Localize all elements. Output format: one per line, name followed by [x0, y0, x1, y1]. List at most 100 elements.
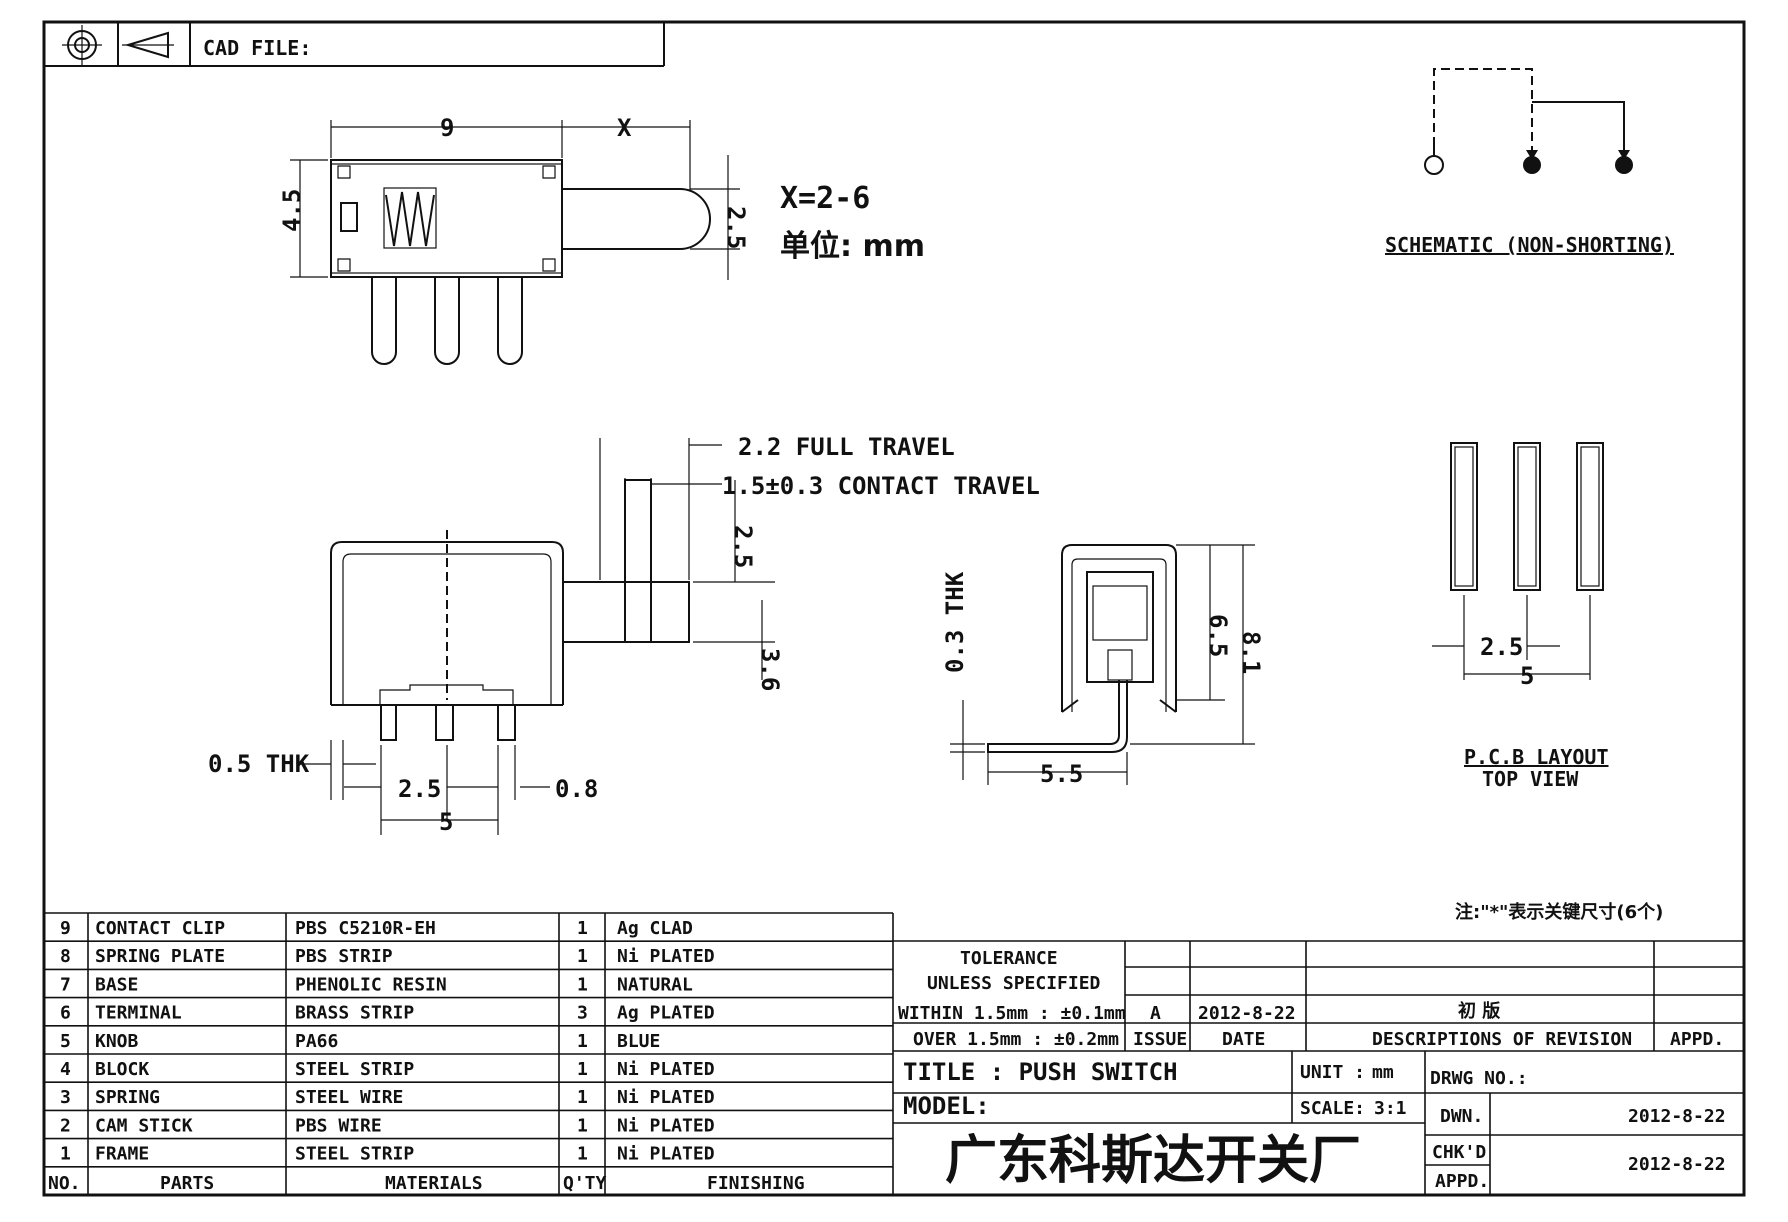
dim-knob-height-2.5: 2.5: [729, 525, 757, 568]
bom-cell-part: BASE: [95, 974, 138, 995]
bom-cell-part: BLOCK: [95, 1059, 149, 1080]
terminal-open-icon: [1424, 155, 1444, 175]
pcb-layout: 2.5 5 P.C.B LAYOUT TOP VIEW: [1432, 442, 1609, 791]
bom-cell-no: 2: [60, 1115, 71, 1136]
bom-cell-no: 4: [60, 1059, 71, 1080]
bom-cell-qty: 1: [577, 946, 588, 967]
bom-cell-no: 9: [60, 918, 71, 939]
bom-cell-finish: Ni PLATED: [617, 1144, 715, 1165]
dim-x: X: [617, 114, 632, 142]
appd-label: APPD.: [1435, 1171, 1489, 1192]
bom-cell-qty: 3: [577, 1003, 588, 1024]
key-dims-note: 注:"*"表示关键尺寸(6个): [1455, 901, 1663, 923]
unit-value: mm: [1372, 1062, 1394, 1083]
scale-label: SCALE:: [1300, 1098, 1365, 1119]
bom-cell-part: KNOB: [95, 1031, 139, 1052]
pcb-span-5: 5: [1520, 662, 1534, 690]
dim-knob-2.5: 2.5: [722, 206, 750, 249]
bom-cell-no: 7: [60, 974, 71, 995]
bom-header-no: NO.: [48, 1173, 81, 1194]
bom-row: 1 FRAME STEEL STRIP 1 Ni PLATED: [60, 1144, 715, 1165]
bom-cell-material: STEEL WIRE: [295, 1087, 403, 1108]
terminal-closed-icon: [1523, 156, 1541, 174]
revision-date: 2012-8-22: [1198, 1003, 1296, 1024]
dim-pitch-2.5: 2.5: [398, 775, 441, 803]
bom-cell-material: PHENOLIC RESIN: [295, 974, 447, 995]
bom-cell-material: PBS STRIP: [295, 946, 393, 967]
bom-cell-finish: Ni PLATED: [617, 1087, 715, 1108]
bom-cell-finish: Ni PLATED: [617, 946, 715, 967]
bom-cell-part: CAM STICK: [95, 1115, 193, 1136]
bom-cell-no: 3: [60, 1087, 71, 1108]
bom-table: [44, 912, 894, 1196]
bom-cell-no: 1: [60, 1144, 71, 1165]
bom-cell-qty: 1: [577, 1059, 588, 1080]
model-label: MODEL:: [903, 1092, 990, 1120]
cad-file-header: CAD FILE:: [44, 22, 665, 67]
bom-header-qty: Q'TY: [563, 1173, 607, 1194]
sheet-border: [42, 20, 1746, 1197]
dim-length-9: 9: [440, 114, 454, 142]
within-tolerance: WITHIN 1.5mm : ±0.1mm: [898, 1003, 1126, 1024]
description-header: DESCRIPTIONS OF REVISION: [1372, 1029, 1632, 1050]
bom-cell-material: PA66: [295, 1031, 338, 1052]
dim-offset-3.6: 3.6: [756, 648, 784, 691]
cad-file-label: CAD FILE:: [203, 36, 311, 60]
over-tolerance: OVER 1.5mm : ±0.2mm: [913, 1029, 1119, 1050]
bom-cell-qty: 1: [577, 1115, 588, 1136]
chkd-label: CHK'D: [1432, 1142, 1486, 1163]
terminal-closed-icon: [1615, 156, 1633, 174]
bom-cell-qty: 1: [577, 1144, 588, 1165]
revision-block: TOLERANCE UNLESS SPECIFIED WITHIN 1.5mm …: [898, 948, 1724, 1050]
schematic: SCHEMATIC (NON-SHORTING): [1385, 68, 1674, 257]
bom-cell-finish: BLUE: [617, 1031, 660, 1052]
bom-cell-no: 6: [60, 1003, 71, 1024]
bom-cell-finish: Ni PLATED: [617, 1059, 715, 1080]
revision-table: [893, 940, 1744, 1195]
bom-cell-no: 5: [60, 1031, 71, 1052]
bom-cell-material: STEEL STRIP: [295, 1144, 414, 1165]
revision-description: 初 版: [1458, 1000, 1500, 1022]
bom-cell-finish: Ag CLAD: [617, 918, 693, 939]
bom-header-finishing: FINISHING: [707, 1173, 805, 1194]
thk-0.5-label: 0.5 THK: [208, 750, 310, 778]
bom-cell-material: BRASS STRIP: [295, 1003, 414, 1024]
bom-cell-part: SPRING: [95, 1087, 160, 1108]
tolerance-label: TOLERANCE: [960, 948, 1058, 969]
projection-symbol-icon: [62, 25, 174, 65]
dim-5.5: 5.5: [1040, 760, 1083, 788]
unless-specified-label: UNLESS SPECIFIED: [927, 973, 1101, 994]
bom-cell-no: 8: [60, 946, 71, 967]
bom-cell-material: PBS C5210R-EH: [295, 918, 436, 939]
dim-8.1: 8.1: [1237, 631, 1265, 674]
bom-header-row: NO. PARTS MATERIALS Q'TY FINISHING: [48, 1173, 805, 1194]
x-range-note: X=2-6: [780, 181, 870, 216]
pcb-pitch-2.5: 2.5: [1480, 633, 1523, 661]
pcb-top-view-label: TOP VIEW: [1482, 767, 1579, 791]
bom-header-parts: PARTS: [160, 1173, 214, 1194]
dim-height-4.5: 4.5: [278, 189, 306, 232]
bom-cell-part: FRAME: [95, 1144, 149, 1165]
top-view: 9 X 4.5 2.5: [278, 114, 750, 365]
contact-travel-label: 1.5±0.3 CONTACT TRAVEL: [722, 472, 1040, 500]
title-block: TITLE : PUSH SWITCH UNIT : mm DRWG NO.: …: [903, 1058, 1726, 1192]
bom-cell-finish: Ni PLATED: [617, 1115, 715, 1136]
side-view: 2.2 FULL TRAVEL 1.5±0.3 CONTACT TRAVEL 2…: [208, 433, 1040, 836]
bom-header-materials: MATERIALS: [385, 1173, 483, 1194]
issue-header: ISSUE: [1133, 1029, 1187, 1050]
drawing-title: TITLE : PUSH SWITCH: [903, 1058, 1178, 1086]
dwn-label: DWN.: [1440, 1106, 1483, 1127]
drwg-no-label: DRWG NO.:: [1430, 1068, 1528, 1089]
bom-cell-part: TERMINAL: [95, 1003, 182, 1024]
dim-6.5: 6.5: [1204, 614, 1232, 657]
company-name: 广东科斯达开关厂: [945, 1131, 1361, 1191]
dim-pin-0.8: 0.8: [555, 775, 598, 803]
